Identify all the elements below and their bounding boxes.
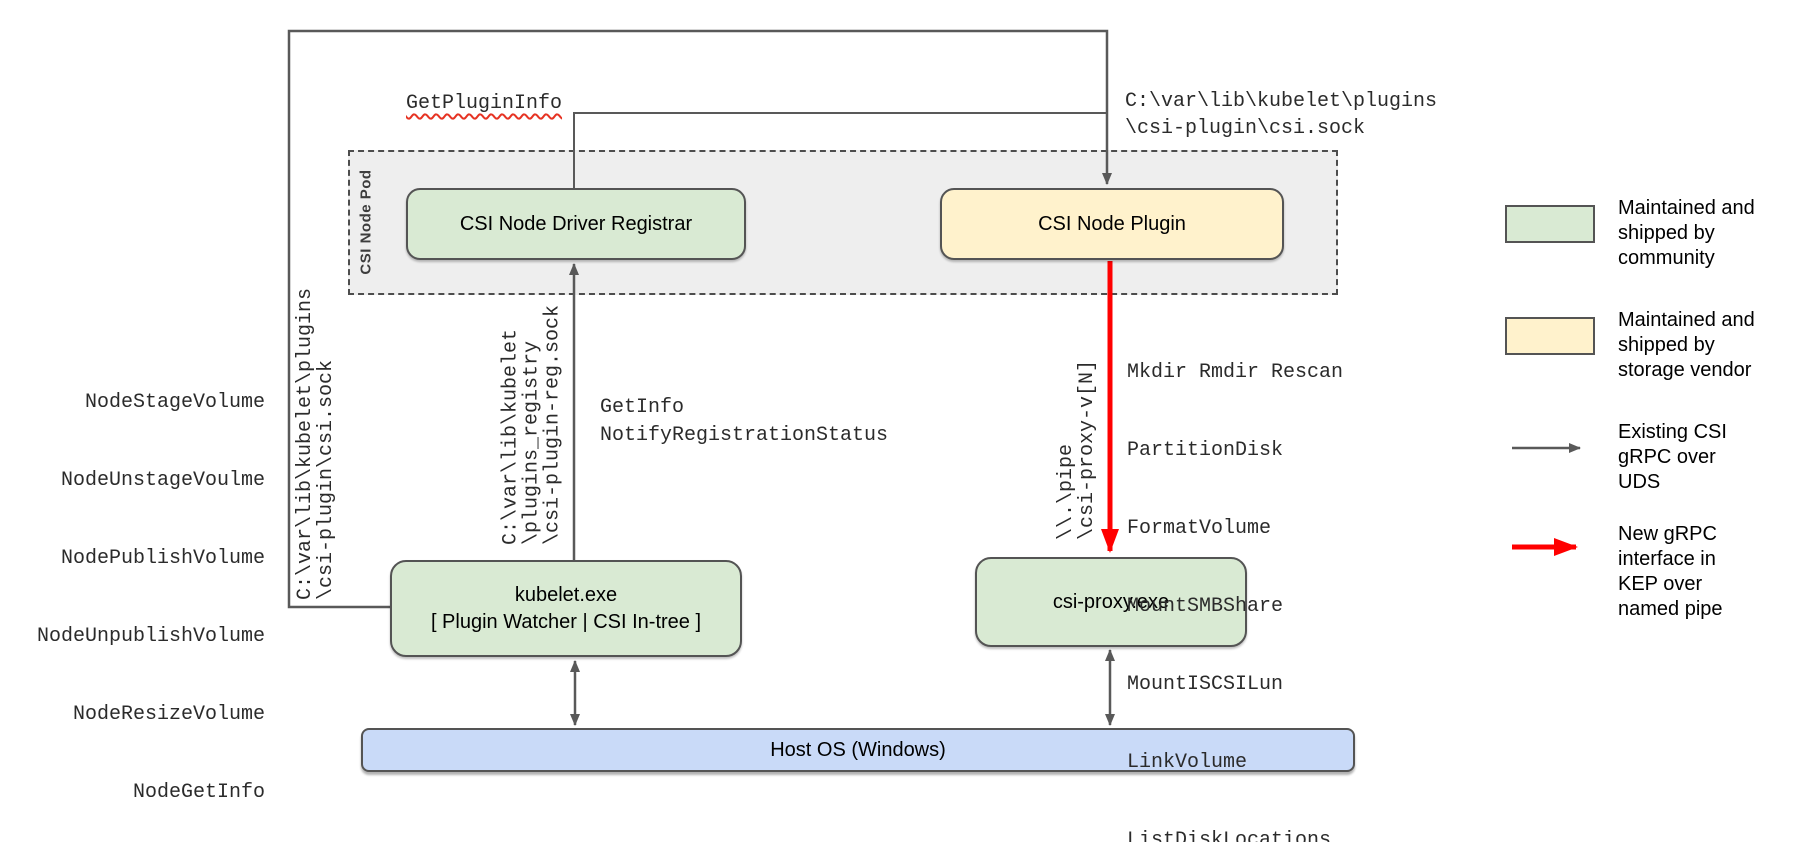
csi-proxy-label: csi-proxy.exe xyxy=(1052,590,1170,613)
list-item: NodeUnpublishVolume xyxy=(36,625,265,648)
named-pipe-path-vertical-label: \\.\pipe \csi-proxy-v[N] xyxy=(1055,359,1099,541)
legend-community-swatch xyxy=(1505,205,1595,243)
legend-community-text: Maintained and shipped by community xyxy=(1618,197,1755,269)
list-item: Mkdir Rmdir Rescan xyxy=(1127,361,1344,384)
node-methods-list: NodeStageVolume NodeUnstageVoulme NodePu… xyxy=(25,338,265,842)
host-os-box: Host OS (Windows) xyxy=(361,728,1355,772)
legend-vendor-text: Maintained and shipped by storage vendor xyxy=(1618,309,1755,381)
kubelet-box: kubelet.exe [ Plugin Watcher | CSI In-tr… xyxy=(390,560,742,657)
getplugininfo-branch-connector xyxy=(573,112,1107,188)
list-item: NodeUnstageVoulme xyxy=(60,469,265,492)
csi-node-plugin-box: CSI Node Plugin xyxy=(940,188,1284,260)
csi-proxy-box: csi-proxy.exe xyxy=(975,557,1247,647)
legend-namedpipe-text: New gRPC interface in KEP over named pip… xyxy=(1618,523,1723,620)
csi-node-plugin-label: CSI Node Plugin xyxy=(1038,212,1186,235)
host-os-label: Host OS (Windows) xyxy=(770,738,946,761)
proxy-methods-list: Mkdir Rmdir Rescan PartitionDisk FormatV… xyxy=(1127,308,1343,842)
csi-node-driver-registrar-label: CSI Node Driver Registrar xyxy=(459,212,693,235)
registry-sock-path-vertical-label: C:\var\lib\kubelet \plugins_registry \cs… xyxy=(499,304,565,546)
list-item: LinkVolume xyxy=(1127,751,1248,774)
kubelet-to-plugin-connector xyxy=(287,29,1112,609)
legend-vendor-swatch xyxy=(1505,317,1595,355)
legend-uds-text: Existing CSI gRPC over UDS xyxy=(1618,421,1727,493)
csi-sock-path-label: C:\var\lib\kubelet\plugins \csi-plugin\c… xyxy=(1125,90,1438,140)
list-item: PartitionDisk xyxy=(1127,439,1284,462)
list-item: NodeResizeVolume xyxy=(72,703,265,726)
getplugininfo-label: GetPluginInfo xyxy=(406,92,563,115)
csi-node-pod-label: CSI Node Pod xyxy=(357,169,375,275)
list-item: MountISCSILun xyxy=(1127,673,1284,696)
list-item: NodeGetInfo xyxy=(132,781,265,804)
csi-node-driver-registrar-box: CSI Node Driver Registrar xyxy=(406,188,746,260)
list-item: NodePublishVolume xyxy=(60,547,265,570)
registration-calls-label: GetInfo NotifyRegistrationStatus xyxy=(600,396,889,447)
kubelet-label: kubelet.exe [ Plugin Watcher | CSI In-tr… xyxy=(430,583,702,633)
list-item: FormatVolume xyxy=(1127,517,1272,540)
list-item: MountSMBShare xyxy=(1127,595,1284,618)
list-item: NodeStageVolume xyxy=(84,391,265,414)
list-item: ListDiskLocations xyxy=(1127,829,1332,842)
csi-sock-path-vertical-label: C:\var\lib\kubelet\plugins \csi-plugin\c… xyxy=(294,287,338,601)
